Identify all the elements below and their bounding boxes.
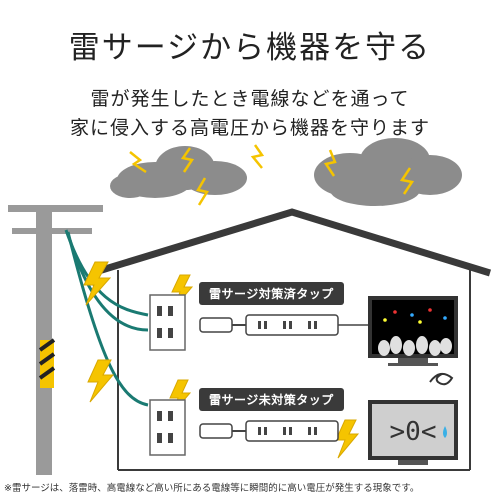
dizzy-swirl-icon bbox=[429, 372, 454, 386]
wall-outlet-top bbox=[149, 294, 186, 351]
utility-pole bbox=[8, 205, 103, 475]
wall-outlet-bottom bbox=[149, 399, 186, 456]
cable-lightning-icons bbox=[83, 261, 360, 459]
subtitle-line-2: 家に侵入する高電圧から機器を守ります bbox=[69, 117, 430, 139]
unprotected-tap-label: 雷サージ未対策タップ bbox=[199, 388, 344, 411]
tv-broken: >0< bbox=[368, 372, 458, 465]
protected-tap-label: 雷サージ対策済タップ bbox=[199, 282, 344, 305]
subtitle-line-1: 雷が発生したとき電線などを通って bbox=[90, 88, 410, 110]
tv-working bbox=[368, 296, 458, 366]
footnote: ※雷サージは、落雷時、高電線など高い所にある電線等に瞬間的に高い電圧が発生する現… bbox=[4, 483, 420, 494]
power-cables bbox=[64, 229, 149, 407]
broken-tv-face: >0< bbox=[390, 417, 437, 447]
cloud-right bbox=[314, 138, 462, 206]
cloud-left bbox=[110, 146, 247, 198]
power-strip-unprotected bbox=[199, 420, 339, 442]
page-title: 雷サージから機器を守る bbox=[68, 30, 432, 66]
power-strip-protected bbox=[199, 314, 372, 336]
cloud-lightning-icons bbox=[129, 144, 415, 206]
house bbox=[90, 208, 492, 471]
